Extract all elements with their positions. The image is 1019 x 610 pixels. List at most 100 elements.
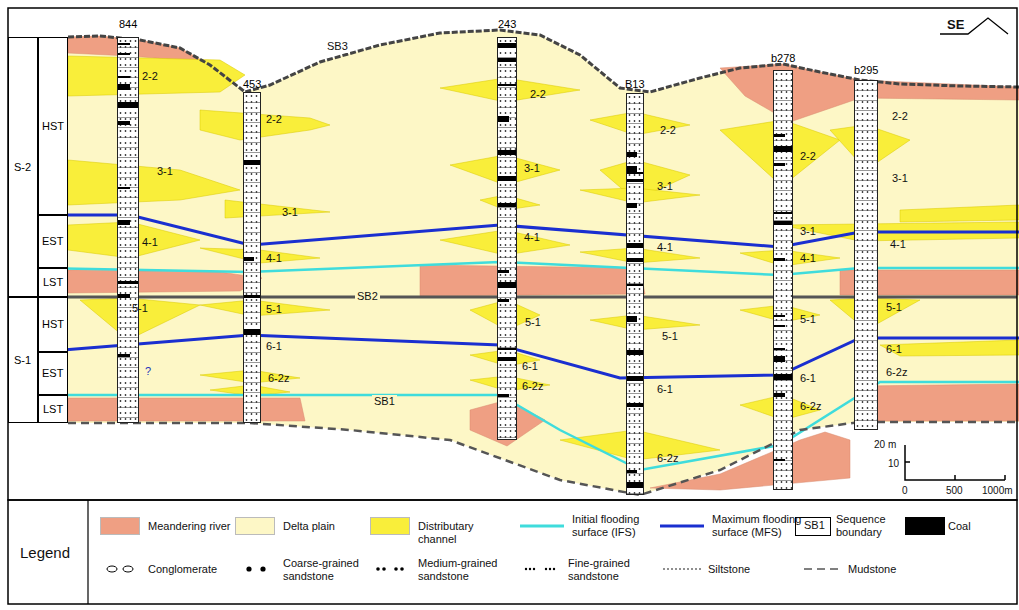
tract-name: EST	[42, 235, 63, 248]
coal-bar	[774, 348, 785, 350]
tract-name: S-2	[14, 161, 31, 174]
mud-dash	[804, 569, 812, 570]
well-log: 243	[485, 18, 529, 440]
coal-bar	[498, 299, 509, 302]
coal-bar	[774, 212, 792, 214]
grain-symbol	[679, 568, 681, 570]
compass-label: SE	[947, 18, 964, 31]
coal-bar	[498, 203, 516, 207]
well-log: b278	[761, 52, 805, 490]
legend-text: Coal	[948, 520, 1008, 533]
legend-text: Mudstone	[848, 563, 928, 576]
coal-bar	[244, 257, 254, 261]
pebble-symbol	[123, 566, 133, 572]
grain-symbol	[549, 568, 551, 570]
well-column	[773, 70, 793, 490]
scale-label: 20 m	[874, 438, 896, 451]
grain-symbol	[246, 566, 251, 571]
coal-bar	[118, 187, 130, 189]
legend-sample-label: SB1	[804, 519, 825, 532]
layer-label: 6-1	[266, 340, 282, 353]
coal-bar	[498, 270, 509, 273]
layer-label: 2-2	[660, 124, 676, 137]
coal-bar	[627, 152, 637, 157]
layer-label: 6-1	[886, 343, 902, 356]
coal-bar	[118, 53, 130, 55]
scale-label: 1000m	[982, 484, 1013, 497]
coal-bar	[244, 160, 260, 165]
grain-symbol	[382, 567, 386, 571]
coal-bar	[774, 258, 785, 261]
tract-name: LST	[43, 276, 63, 289]
well-column	[243, 92, 261, 423]
well-name: 453	[243, 78, 261, 91]
coal-bar	[498, 176, 516, 181]
grain-symbol	[667, 568, 669, 570]
legend-swatch	[905, 517, 945, 535]
legend-sample	[520, 516, 564, 536]
grain-symbol	[683, 568, 685, 570]
coal-bar	[774, 393, 785, 397]
layer-label: 6-2z	[886, 366, 907, 379]
legend-sample	[370, 560, 414, 580]
layer-label: 5-1	[886, 301, 902, 314]
well-name: b278	[771, 52, 795, 65]
grain-symbol	[525, 568, 527, 570]
coal-bar	[627, 179, 643, 182]
grain-symbol	[545, 568, 547, 570]
coal-bar	[627, 258, 643, 262]
grain-symbol	[687, 568, 689, 570]
coal-bar	[774, 134, 785, 137]
legend-divider	[87, 500, 88, 604]
tract-box: S-2	[8, 37, 38, 297]
grain-symbol	[695, 568, 697, 570]
section-frame	[8, 8, 1017, 500]
legend-text: Delta plain	[283, 520, 363, 533]
legend-text: Maximum flooding surface (MFS)	[712, 513, 802, 539]
tract-box: LST	[38, 268, 68, 297]
layer-label: 2-2	[530, 88, 546, 101]
coal-bar	[498, 43, 516, 48]
grain-symbol	[675, 568, 677, 570]
layer-label: 6-1	[522, 360, 538, 373]
legend-sample	[235, 560, 279, 580]
grain-symbol	[394, 567, 398, 571]
legend-swatch	[235, 517, 275, 535]
well-name: 844	[119, 18, 137, 31]
layer-label: 6-2z	[800, 400, 821, 413]
layer-label: ?	[145, 365, 151, 378]
coal-bar	[774, 325, 785, 327]
coal-bar	[498, 58, 516, 62]
well-name: B13	[625, 78, 645, 91]
legend-box	[796, 518, 831, 536]
layer-label: 3-1	[657, 180, 673, 193]
legend-text: Initial flooding surface (IFS)	[572, 513, 662, 539]
grain-symbol	[663, 568, 665, 570]
tract-box: LST	[38, 395, 68, 423]
layer-label: 2-2	[892, 110, 908, 123]
coal-bar	[498, 348, 516, 350]
coal-bar	[627, 350, 643, 355]
coal-bar	[118, 281, 138, 284]
layer-label: 4-1	[890, 238, 906, 251]
well-log: 453	[230, 78, 274, 423]
distributary-channel	[68, 56, 1019, 460]
layer-label: 4-1	[800, 252, 816, 265]
grain-symbol	[691, 568, 693, 570]
delta-plain	[68, 30, 1019, 495]
scale-label: 10	[888, 457, 899, 470]
legend-text: Sequence boundary	[836, 513, 896, 539]
layer-label: 5-1	[525, 316, 541, 329]
legend-text: Meandering river	[148, 520, 232, 533]
tract-name: HST	[42, 318, 64, 331]
legend-swatch	[100, 517, 140, 535]
layer-label: 4-1	[266, 252, 282, 265]
legend-text: Conglomerate	[148, 563, 228, 576]
layer-label: 5-1	[132, 302, 148, 315]
grain-symbol	[533, 568, 535, 570]
layer-label: 2-2	[142, 70, 158, 83]
well-log: b295	[844, 64, 888, 430]
coal-bar	[774, 459, 785, 461]
legend-sample	[660, 516, 704, 536]
